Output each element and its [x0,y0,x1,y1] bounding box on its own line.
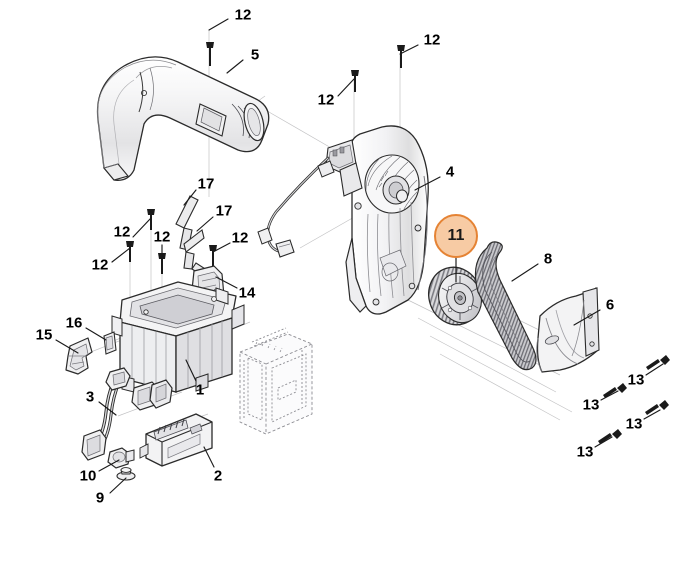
callout-12-mid-b: 12 [153,228,171,246]
screw-13-a [646,355,670,370]
part-battery-housing [111,281,245,400]
callout-13-d: 13 [576,443,594,461]
screw-12-top-a [206,42,214,66]
callout-14: 14 [238,284,256,302]
callout-12-top-b: 12 [423,31,441,49]
part-grommet-plug [116,467,136,481]
ghost-battery-pack [239,327,313,435]
ghost-battery-contacts [255,339,283,353]
callout-8: 8 [543,250,553,268]
screw-12-top-c [351,70,359,92]
part-rubber-bushing [107,447,135,469]
callout-13-a: 13 [627,371,645,389]
callout-13-b: 13 [582,396,600,414]
callout-16: 16 [65,314,83,332]
callout-9: 9 [95,489,105,507]
screw-13-d [598,429,622,444]
part-drive-belt [474,241,537,371]
callout-12-mid-d: 12 [231,229,249,247]
callout-13-c: 13 [625,415,643,433]
callout-2: 2 [213,467,223,485]
screw-12-top-b [397,45,405,68]
part-control-unit [139,413,213,467]
callout-1: 1 [195,381,205,399]
screw-12-mid-c [158,253,166,274]
part-motor-cable [257,156,335,258]
screw-13-c [645,400,669,415]
screw-13-b [603,383,627,398]
part-clamp-plate [65,337,93,375]
highlighted-part-number: 11 [447,227,465,244]
screw-12-mid-d [209,245,217,266]
callout-12-mid-a: 12 [113,223,131,241]
callout-12-top-a: 12 [234,6,252,24]
callout-4: 4 [445,163,455,181]
part-drive-pulley [428,266,482,326]
callout-12-mid-c: 12 [91,256,109,274]
callout-17-a: 17 [197,175,215,193]
part-fan-guard [536,287,600,373]
part-handle-tube [96,56,270,181]
screw-12-mid-b [126,241,134,262]
callout-10: 10 [79,467,97,485]
callout-3: 3 [85,388,95,406]
screw-12-mid-a [147,209,155,230]
callout-5: 5 [250,46,260,64]
callout-15: 15 [35,326,53,344]
callout-12-top-c: 12 [317,91,335,109]
part-blower-housing [325,125,429,315]
highlighted-part-badge-11[interactable]: 11 [434,214,478,258]
callout-6: 6 [605,296,615,314]
callout-17-b: 17 [215,202,233,220]
part-spacer-clip [103,331,117,355]
